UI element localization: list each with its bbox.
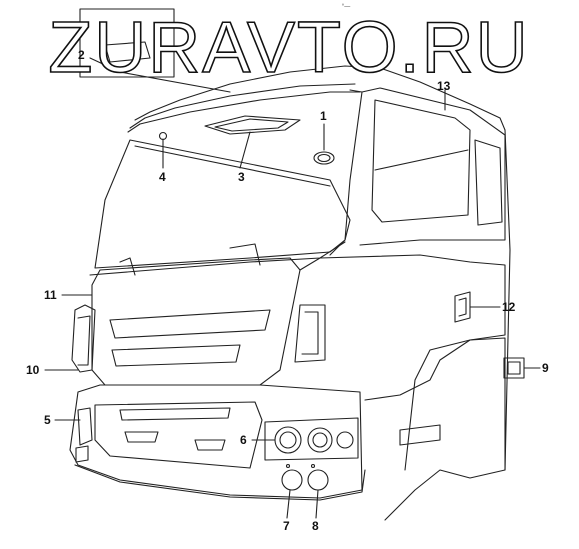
- watermark: ZURAVTO.RU °—: [48, 4, 529, 89]
- rear-window: [474, 139, 503, 226]
- sunroof-inner: [214, 118, 289, 132]
- grille-bar-2: [111, 344, 241, 367]
- upper-front-panel: [91, 257, 301, 386]
- callout-1: 1: [320, 109, 327, 123]
- door-window-split: [374, 149, 469, 171]
- left-corner: [71, 304, 96, 373]
- callout-6: 6: [240, 433, 247, 447]
- leader-7: [286, 489, 291, 519]
- roof-outline: [134, 65, 506, 131]
- headlamp-left: [274, 426, 302, 454]
- callout-5: 5: [44, 413, 51, 427]
- door-window: [371, 99, 471, 223]
- headlamp-housing: [264, 417, 359, 461]
- a-pillar: [329, 89, 363, 256]
- fog-lamp-right: [307, 469, 329, 491]
- callout-2: 2: [78, 48, 85, 62]
- bumper-slot-3: [194, 439, 226, 451]
- bumper-outline: [69, 384, 363, 499]
- bumper-upper-line: [94, 401, 263, 469]
- side-step-box: [294, 304, 326, 363]
- bumper-slot-2: [124, 431, 159, 443]
- callout-8: 8: [312, 519, 319, 533]
- bumper-lower-lip: [74, 464, 366, 501]
- wiper-right: [229, 243, 261, 266]
- watermark-tiny-mark: °—: [342, 4, 350, 10]
- roof-vent: [313, 151, 335, 165]
- callout-12: 12: [502, 300, 516, 314]
- side-marker-lamp: [454, 291, 471, 323]
- grille-bar-1: [109, 309, 271, 339]
- callout-11: 11: [44, 288, 57, 302]
- sunroof: [204, 115, 301, 135]
- roof-front-edge: [129, 83, 356, 129]
- callout-7: 7: [283, 519, 290, 533]
- callout-9: 9: [542, 361, 549, 375]
- roof-visor: [127, 91, 361, 133]
- windshield-inner-top: [134, 145, 331, 187]
- left-bumper-end: [77, 407, 93, 446]
- turn-signal: [336, 431, 354, 449]
- callout-3: 3: [238, 170, 245, 184]
- side-panel-curve: [299, 254, 506, 471]
- wiper-left: [119, 257, 136, 276]
- door-rear-line: [504, 129, 511, 471]
- label-frame: [79, 8, 175, 78]
- leader-3: [239, 131, 251, 169]
- callout-4: 4: [159, 170, 166, 184]
- headlamp-right: [307, 427, 333, 453]
- wheel-arch: [364, 337, 506, 521]
- watermark-text: ZURAVTO.RU: [48, 8, 529, 88]
- fog-lamp-left: [281, 469, 303, 491]
- callout-10: 10: [26, 363, 40, 377]
- bumper-slot-1: [119, 407, 231, 421]
- leader-8: [315, 489, 319, 519]
- windshield-base: [89, 241, 346, 276]
- leader-2: [89, 57, 231, 93]
- callout-13: 13: [437, 79, 451, 93]
- windshield: [94, 139, 351, 269]
